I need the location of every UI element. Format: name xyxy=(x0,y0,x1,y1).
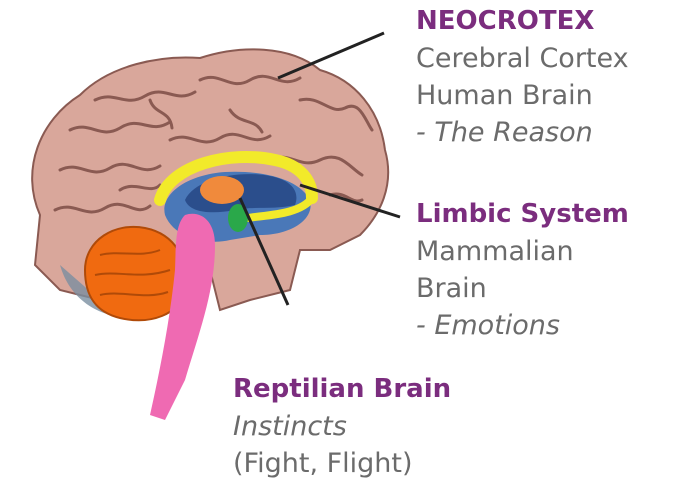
neocortex-title: NEOCROTEX xyxy=(416,3,629,40)
reptilian-line-2: (Fight, Flight) xyxy=(233,445,451,482)
limbic-label: Limbic System Mammalian Brain - Emotions xyxy=(416,196,629,344)
neocortex-line-2: Human Brain xyxy=(416,77,629,114)
neocortex-label: NEOCROTEX Cerebral Cortex Human Brain - … xyxy=(416,3,629,151)
neocortex-line-3: - The Reason xyxy=(416,114,629,151)
reptilian-line-1: Instincts xyxy=(233,408,451,445)
thalamus xyxy=(200,176,244,204)
limbic-line-3: - Emotions xyxy=(416,307,629,344)
limbic-line-2: Brain xyxy=(416,270,629,307)
neocortex-line-1: Cerebral Cortex xyxy=(416,40,629,77)
limbic-title: Limbic System xyxy=(416,196,629,233)
reptilian-label: Reptilian Brain Instincts (Fight, Flight… xyxy=(233,371,451,482)
reptilian-title: Reptilian Brain xyxy=(233,371,451,408)
limbic-line-1: Mammalian xyxy=(416,233,629,270)
